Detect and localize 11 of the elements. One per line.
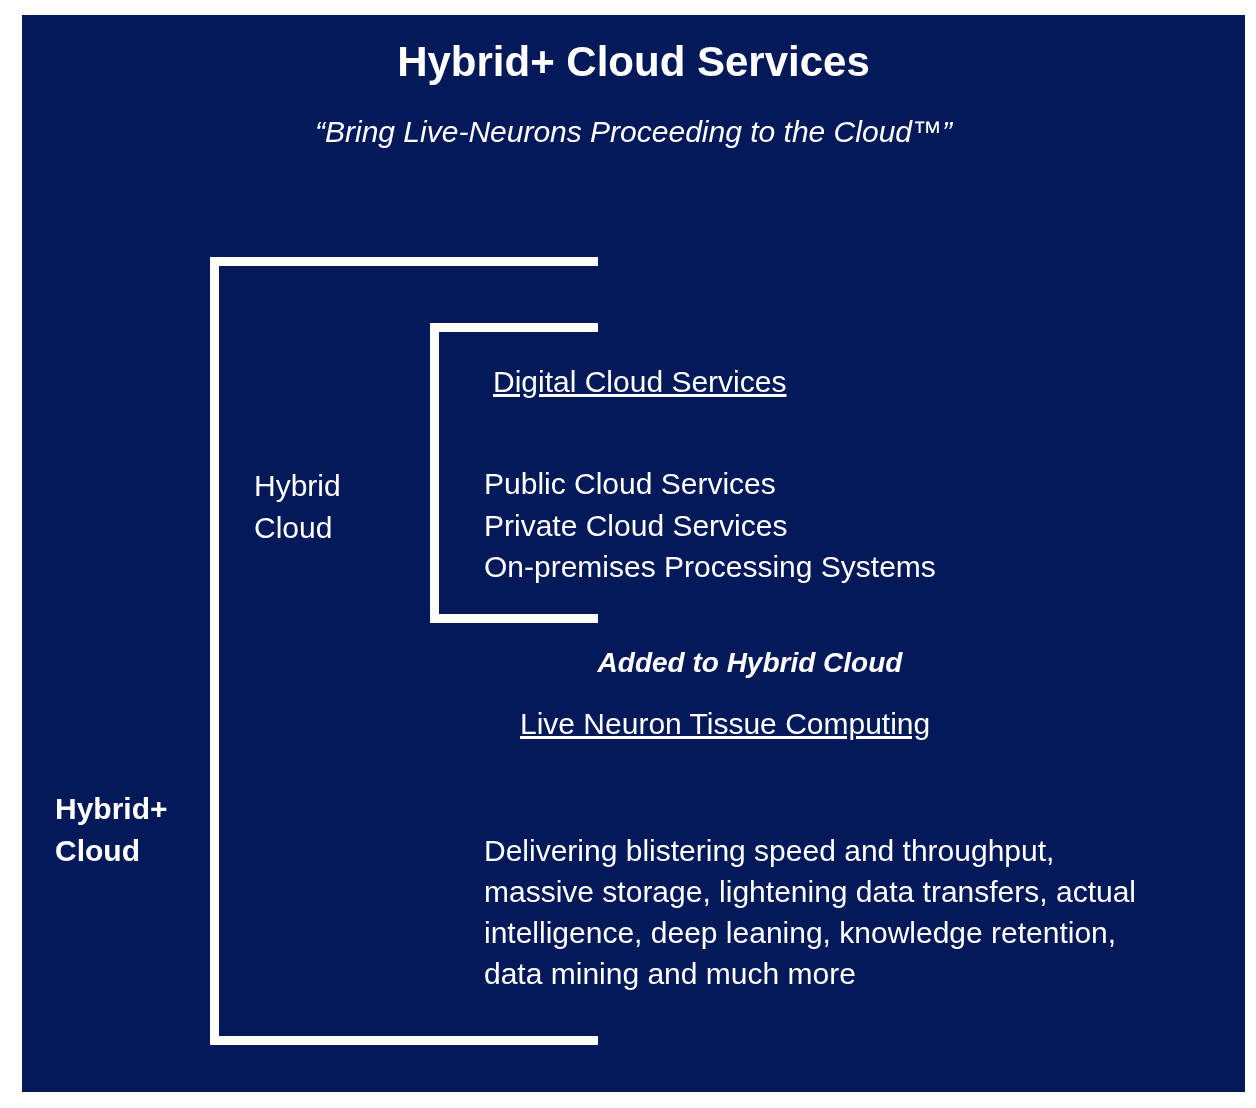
list-item: On-premises Processing Systems [484,549,937,585]
description-text: Delivering blistering speed and throughput, massive storage, lightening data transfers, actual intelligence, deep leaning, knowledge retention, data mining and much more [484,833,1138,992]
section-note: Added to Hybrid Cloud [596,646,904,680]
tagline: “Bring Live-Neurons Proceeding to the Cloud™” [314,114,954,150]
side-label: Hybrid+ Cloud [55,791,169,869]
section-heading: Digital Cloud Services [493,364,788,400]
list-item: Public Cloud Services [484,466,777,502]
side-label: Hybrid Cloud [254,468,342,546]
title: Hybrid+ Cloud Services [396,37,871,87]
section-heading: Live Neuron Tissue Computing [520,706,932,742]
list-item: Private Cloud Services [484,508,789,544]
